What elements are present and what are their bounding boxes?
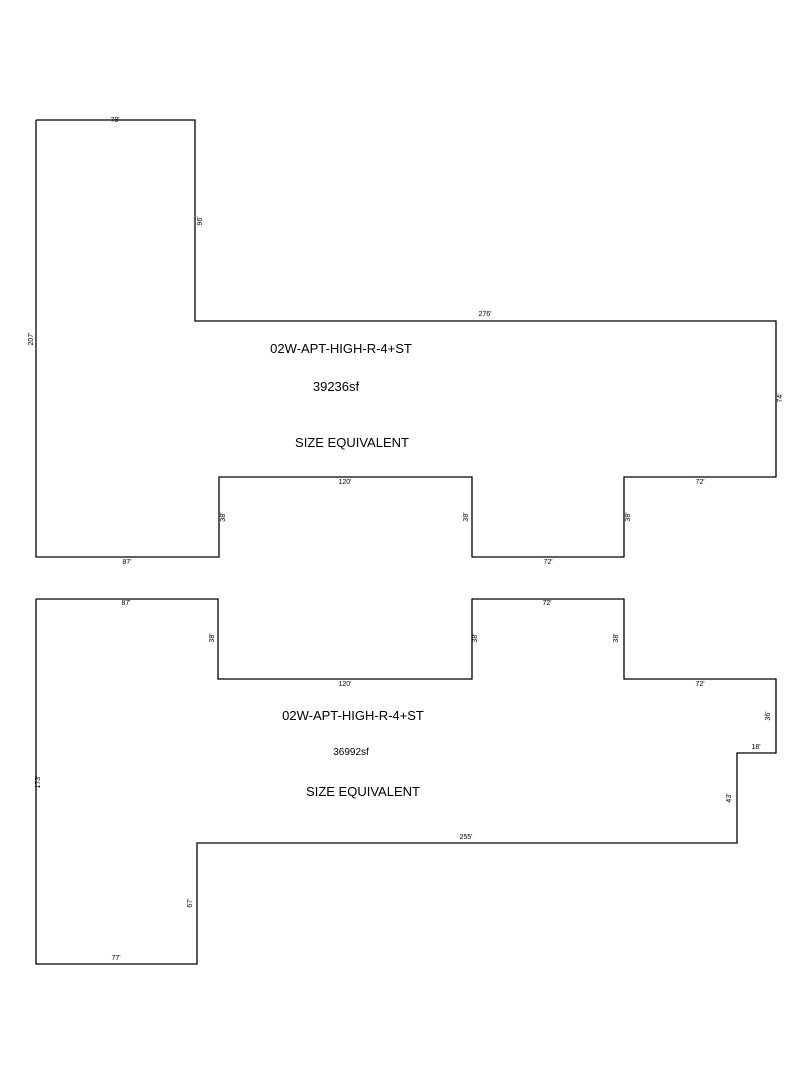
dim-jog-vert-2: 43' [726, 793, 733, 802]
dim-notch-bottom-1: 72' [543, 559, 552, 566]
dim-long-top-1: 276' [478, 311, 491, 318]
dim-notch-vert-mid-2: 38' [472, 633, 479, 642]
sketch-1-title: 02W-APT-HIGH-R-4+ST [270, 341, 412, 356]
dim-step-top-2: 72' [695, 681, 704, 688]
dim-notch-vert-left-2: 38' [209, 633, 216, 642]
dim-step-vert-left-1: 38' [220, 512, 227, 521]
dim-right-1: 74' [777, 393, 784, 402]
sketch-2: 87' 38' 120' 38' 72' 38' 72' 36' 18' 43'… [35, 598, 777, 965]
sketch-1-area: 39236sf [313, 379, 360, 394]
dim-step-right-1: 72' [695, 479, 704, 486]
sketch-2-note: SIZE EQUIVALENT [306, 784, 420, 799]
sketch-2-outline [35, 598, 777, 965]
dim-bottom-2: 77' [111, 955, 120, 962]
dim-notch-bottom-2: 120' [338, 681, 351, 688]
dim-middle-1: 120' [338, 479, 351, 486]
dim-stem-vert-2: 67' [187, 898, 194, 907]
dim-bottom-1: 87' [122, 559, 131, 566]
sketch-1: 78' 96' 276' 74' 72' 38' 72' 38' 120' 38… [28, 117, 784, 566]
dim-step-vert-2: 38' [613, 633, 620, 642]
sketch-2-area: 36992sf [333, 747, 369, 758]
dim-left-1: 207' [28, 332, 35, 345]
dim-right-2: 36' [765, 711, 772, 720]
dim-jog-2: 18' [751, 744, 760, 751]
dim-long-bottom-2: 255' [459, 834, 472, 841]
sketch-2-title: 02W-APT-HIGH-R-4+ST [282, 708, 424, 723]
dim-top-mid-2: 72' [542, 600, 551, 607]
dim-top-1: 78' [110, 117, 119, 124]
dim-step-vert-right-1: 38' [625, 512, 632, 521]
dim-top-left-2: 87' [121, 600, 130, 607]
dim-left-2: 173' [35, 775, 42, 788]
dim-notch-vert-1: 38' [463, 512, 470, 521]
dim-right-notch-1: 96' [197, 216, 204, 225]
sketch-1-outline [35, 119, 777, 558]
sketch-1-note: SIZE EQUIVALENT [295, 435, 409, 450]
